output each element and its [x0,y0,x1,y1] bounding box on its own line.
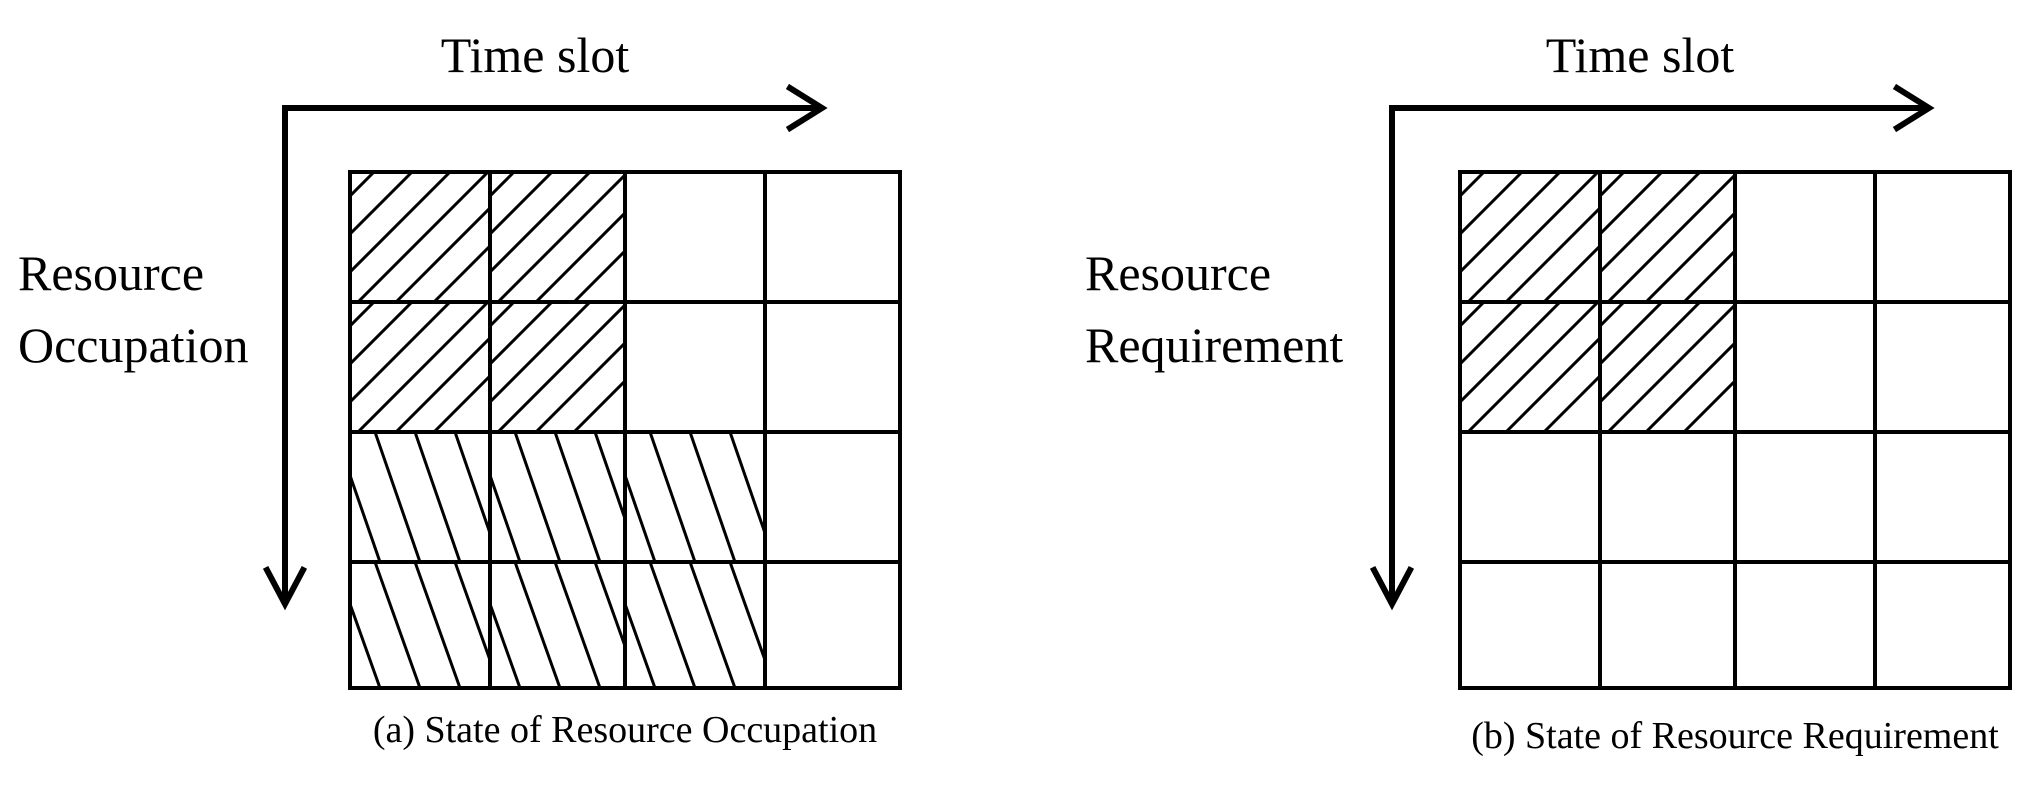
cell-a-3-0-hatch [350,562,490,688]
cell-a-0-1-hatch [490,172,625,302]
cell-a-2-2-hatch [625,432,765,562]
grid-b [1458,170,2012,690]
side-label-line-1-b: Resource [1085,245,1271,301]
time-axis-arrowhead-b [1892,83,1935,133]
cell-a-2-0-hatch [350,432,490,562]
caption-b: (b) State of Resource Requirement [1471,715,1999,757]
resource-axis-arrowhead-b [1369,565,1415,611]
cell-a-3-1-hatch [490,562,625,688]
resource-axis-arrowhead-a [262,565,308,611]
panel-a: Time slot Resource Occupation [18,27,902,751]
hatch-layer-b [1460,172,1735,432]
side-label-line-2-a: Occupation [18,317,248,373]
cell-a-1-0-hatch [350,302,490,432]
side-label-line-1-a: Resource [18,245,204,301]
cell-a-0-0-hatch [350,172,490,302]
side-label-line-2-b: Requirement [1085,317,1343,373]
resource-occupation-label-a: Resource Occupation [18,245,248,373]
cell-b-0-0-hatch [1460,172,1600,302]
grid-a [348,170,902,690]
cell-a-3-2-hatch [625,562,765,688]
cell-b-0-1-hatch [1600,172,1735,302]
resource-requirement-label-b: Resource Requirement [1085,245,1343,373]
cell-a-1-1-hatch [490,302,625,432]
caption-a: (a) State of Resource Occupation [373,709,877,751]
hatch-layer-a [350,172,765,688]
axes-b [1369,83,1935,611]
time-axis-arrowhead-a [785,83,828,133]
cell-a-2-1-hatch [490,432,625,562]
cell-b-1-0-hatch [1460,302,1600,432]
axes-a [262,83,828,611]
time-slot-axis-title-a: Time slot [441,27,630,83]
panel-b: Time slot Resource Requirement [1085,27,2012,757]
cell-b-1-1-hatch [1600,302,1735,432]
time-slot-axis-title-b: Time slot [1546,27,1735,83]
